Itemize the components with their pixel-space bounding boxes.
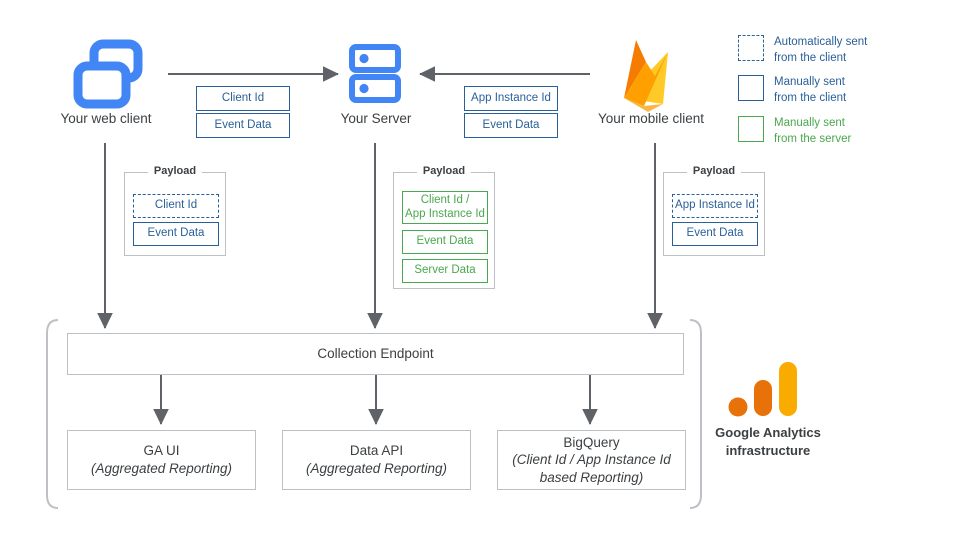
legend-swatch-solid-green <box>738 116 764 142</box>
payload-title: Payload <box>686 165 742 177</box>
output-subtitle: (Client Id / App Instance Id based Repor… <box>512 452 671 485</box>
transfer-chip-app-instance-id: App Instance Id <box>464 86 558 111</box>
windows-icon <box>73 39 143 109</box>
payload-item-client-id: Client Id <box>133 194 219 218</box>
output-title: GA UI <box>143 443 180 459</box>
output-title: Data API <box>349 443 404 459</box>
payload-mobile-client: Payload App Instance Id Event Data <box>663 165 765 256</box>
ga-infrastructure-label: Google Analytics infrastructure <box>715 425 821 458</box>
bracket-left <box>46 319 59 509</box>
payload-title: Payload <box>147 165 203 177</box>
node-label-mobile-client: Your mobile client <box>597 111 705 126</box>
output-box-ga-ui: GA UI (Aggregated Reporting) <box>67 430 256 490</box>
payload-server: Payload Client Id / App Instance Id Even… <box>393 165 495 289</box>
legend-label: Automatically sent from the client <box>774 36 868 64</box>
payload-title: Payload <box>416 165 472 177</box>
output-box-bigquery: BigQuery (Client Id / App Instance Id ba… <box>497 430 686 490</box>
payload-item-event-data: Event Data <box>672 222 758 246</box>
legend-label: Manually sent from the client <box>774 76 847 104</box>
collection-endpoint-label: Collection Endpoint <box>317 346 434 362</box>
transfer-chip-event-data-mobile: Event Data <box>464 113 558 138</box>
payload-item-client-or-app-instance-id: Client Id / App Instance Id <box>402 191 488 224</box>
legend-swatch-solid-blue <box>738 75 764 101</box>
bracket-right <box>689 319 702 509</box>
collection-endpoint-box: Collection Endpoint <box>67 333 684 375</box>
payload-item-event-data: Event Data <box>402 230 488 254</box>
payload-item-event-data: Event Data <box>133 222 219 246</box>
legend-item-manually-sent-server: Manually sent from the server <box>738 116 851 147</box>
server-icon <box>349 44 401 103</box>
google-analytics-icon <box>728 362 797 417</box>
payload-web-client: Payload Client Id Event Data <box>124 165 226 256</box>
payload-item-server-data: Server Data <box>402 259 488 283</box>
node-label-web-client: Your web client <box>60 111 152 126</box>
output-subtitle: (Aggregated Reporting) <box>305 461 448 476</box>
node-label-server: Your Server <box>340 111 412 126</box>
transfer-chip-client-id: Client Id <box>196 86 290 111</box>
legend-item-automatically-sent-client: Automatically sent from the client <box>738 35 867 66</box>
legend-label: Manually sent from the server <box>774 117 852 145</box>
payload-item-app-instance-id: App Instance Id <box>672 194 758 218</box>
output-title: BigQuery <box>563 434 620 450</box>
transfer-chip-event-data: Event Data <box>196 113 290 138</box>
firebase-flame-icon <box>624 40 668 112</box>
output-subtitle: (Aggregated Reporting) <box>90 461 233 476</box>
legend-item-manually-sent-client: Manually sent from the client <box>738 75 846 106</box>
output-box-data-api: Data API (Aggregated Reporting) <box>282 430 471 490</box>
legend-swatch-dashed-blue <box>738 35 764 61</box>
